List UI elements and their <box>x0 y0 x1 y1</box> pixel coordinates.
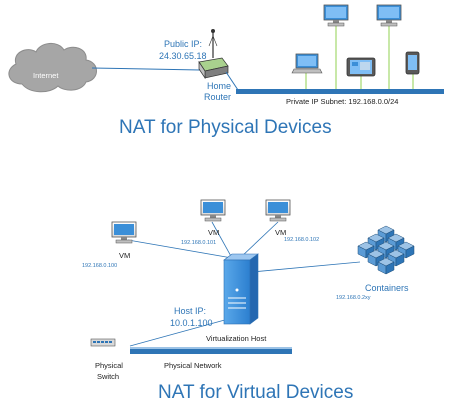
desktop-icon <box>200 199 226 222</box>
network-label: Physical Network <box>164 361 222 370</box>
vm2-ip: 192.168.0.101 <box>181 240 217 246</box>
vm1-label: VM <box>119 251 131 260</box>
laptop-icon <box>291 53 323 74</box>
cloud-icon <box>8 43 97 93</box>
internet-label: Internet <box>33 71 59 80</box>
vm2-label: VM <box>208 228 220 237</box>
vm3-label: VM <box>275 228 287 237</box>
virtual-links <box>127 221 361 347</box>
router-label-line2: Router <box>204 92 232 102</box>
internet-link <box>91 67 201 71</box>
tablet-icon <box>346 57 376 77</box>
desktop-icon <box>111 221 137 244</box>
vm1-ip: 192.168.0.100 <box>82 263 118 269</box>
router-subnet-link <box>225 71 239 91</box>
router-icon <box>198 29 229 80</box>
subnet-device-links <box>305 22 414 89</box>
subnet-bus <box>236 89 444 94</box>
containers-ip: 192.168.0.2xy <box>336 295 371 301</box>
desktop-icon <box>376 4 402 27</box>
public-ip-label: Public IP: <box>164 39 203 49</box>
host-label: Virtualization Host <box>206 334 267 343</box>
physical-title: NAT for Physical Devices <box>119 117 332 138</box>
router-label-line1: Home <box>207 81 232 91</box>
physical-network-bar <box>130 347 292 354</box>
server-icon <box>223 253 259 325</box>
switch-label-line1: Physical <box>95 361 123 370</box>
public-ip-value: 24.30.65.18 <box>159 51 207 61</box>
switch-icon <box>90 338 116 347</box>
desktop-icon <box>323 4 349 27</box>
containers-label: Containers <box>365 283 409 293</box>
phone-icon <box>405 51 420 75</box>
host-ip-label: Host IP: <box>174 306 207 316</box>
vm3-ip: 192.168.0.102 <box>284 237 320 243</box>
switch-label-line2: Switch <box>97 372 120 381</box>
virtual-title: NAT for Virtual Devices <box>158 382 354 403</box>
host-ip-value: 10.0.1.100 <box>170 318 213 328</box>
containers-icon <box>357 225 415 275</box>
desktop-icon <box>265 199 291 222</box>
subnet-label: Private IP Subnet: 192.168.0.0/24 <box>286 97 399 106</box>
